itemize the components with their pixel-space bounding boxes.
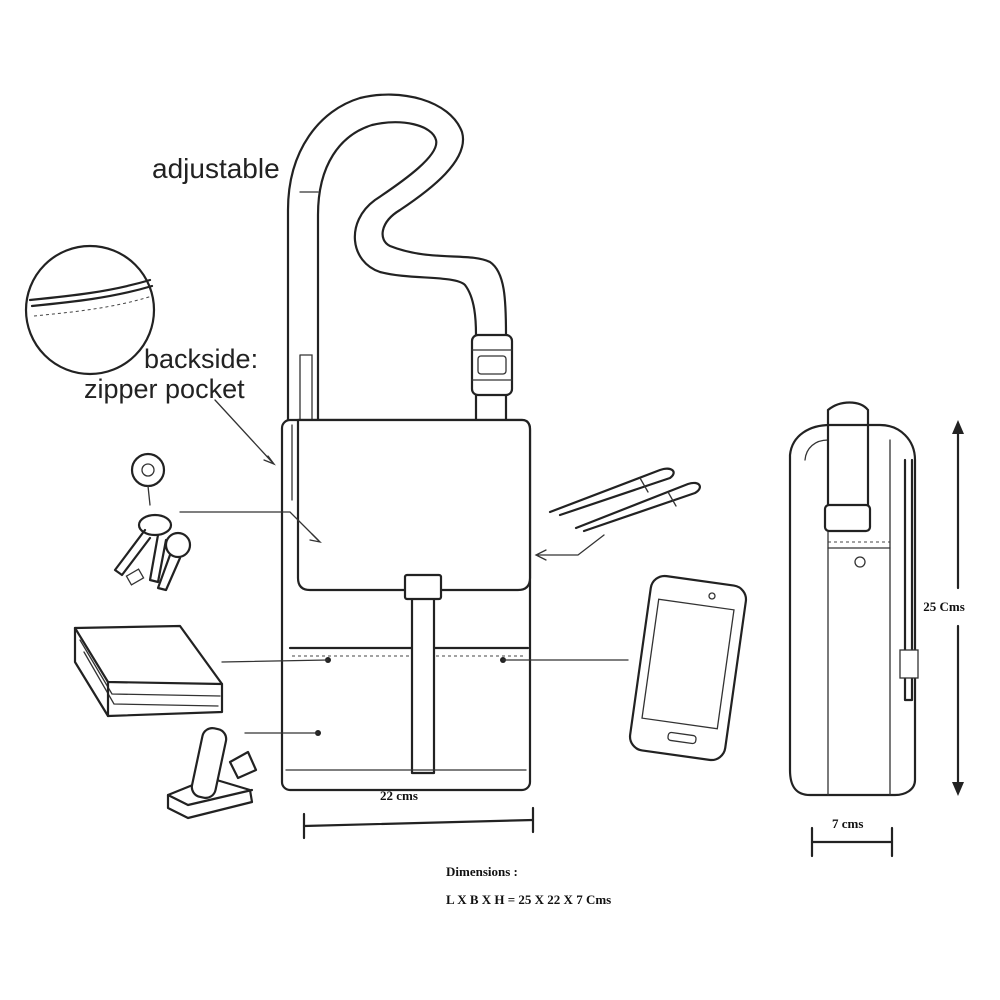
width-label: 22 cms	[380, 788, 418, 803]
lip-balm-icon	[166, 727, 258, 820]
depth-dimension	[810, 826, 894, 858]
bag-flap	[296, 418, 532, 592]
height-dimension	[952, 420, 964, 796]
wallet-icon	[73, 624, 224, 718]
width-dimension	[302, 806, 535, 840]
zipper-detail-icon	[24, 244, 156, 376]
strap-tab	[299, 354, 313, 421]
backside-label-line2: zipper pocket	[84, 374, 245, 404]
strap	[286, 93, 508, 422]
dimensions-title: Dimensions :	[446, 864, 518, 879]
closure-strap	[410, 593, 436, 775]
dimensions-formula: L X B X H = 25 X 22 X 7 Cms	[446, 892, 611, 907]
leader-lines	[179, 191, 629, 734]
keys-icon	[113, 452, 192, 592]
depth-label: 7 cms	[832, 816, 863, 831]
closure-tab	[403, 573, 443, 601]
pens-icon	[548, 467, 701, 533]
backside-label-line1: backside:	[144, 344, 258, 374]
smartphone-icon	[628, 574, 748, 762]
messenger-bag-front-icon	[280, 93, 532, 792]
messenger-bag-side-icon	[788, 401, 919, 797]
height-label: 25 Cms	[923, 599, 965, 614]
strap-label: adjustable	[152, 153, 280, 184]
strap-inner	[316, 121, 478, 422]
